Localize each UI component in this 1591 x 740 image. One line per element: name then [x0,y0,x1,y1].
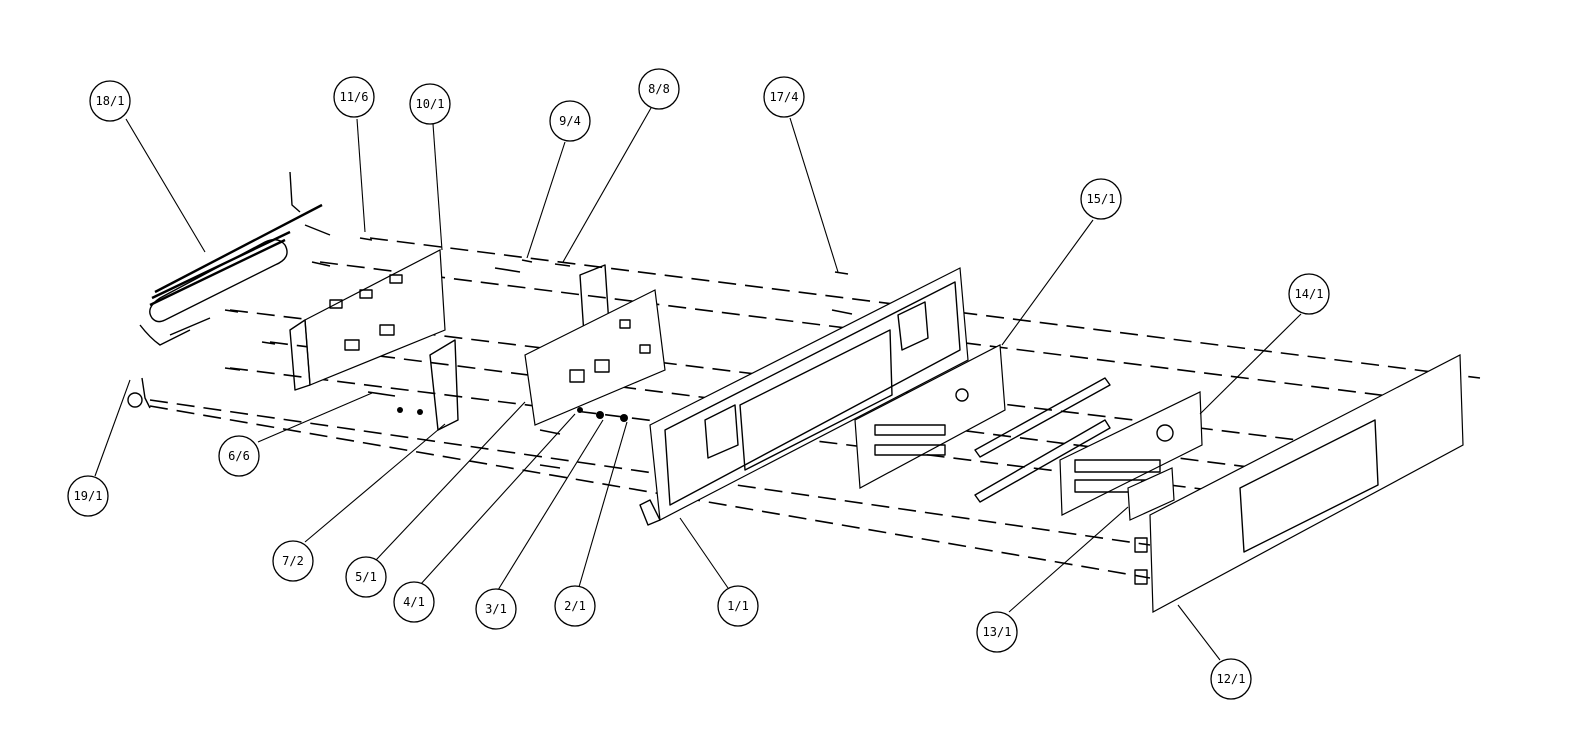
callout-label: 11/6 [340,90,369,104]
callout-14: 14/1 [1288,273,1330,315]
wiring-harness-part [139,171,331,346]
callout-label: 1/1 [727,599,749,613]
callout-label: 6/6 [228,449,250,463]
callout-label: 17/4 [770,90,799,104]
callout-13: 13/1 [976,611,1018,653]
main-frame-part [639,267,969,526]
inner-panel-part [854,344,1006,489]
callout-6: 6/6 [218,435,260,477]
callout-19: 19/1 [67,475,109,517]
callout-18: 18/1 [89,80,131,122]
trim-strips [974,377,1111,503]
display-lens-part [1127,467,1175,521]
callout-label: 18/1 [96,94,125,108]
callout-circle [89,80,131,122]
callout-label: 3/1 [485,602,507,616]
callout-label: 13/1 [983,625,1012,639]
callout-9: 9/4 [549,100,591,142]
glass-front-part [1134,354,1464,613]
callout-label: 8/8 [648,82,670,96]
clip-part [127,377,151,409]
callout-10: 10/1 [409,83,451,125]
callout-2: 2/1 [554,585,596,627]
callout-label: 2/1 [564,599,586,613]
screws [224,237,853,469]
callout-label: 9/4 [559,114,581,128]
control-board-left [289,249,446,391]
callout-label: 15/1 [1087,192,1116,206]
callout-label: 5/1 [355,570,377,584]
callout-label: 19/1 [74,489,103,503]
callout-5: 5/1 [345,556,387,598]
callout-8: 8/8 [638,68,680,110]
callout-7: 7/2 [272,540,314,582]
callout-label: 4/1 [403,595,425,609]
leader-lines [94,107,1302,661]
callout-11: 11/6 [333,76,375,118]
callout-15: 15/1 [1080,178,1122,220]
callout-1: 1/1 [717,585,759,627]
callout-12: 12/1 [1210,658,1252,700]
callout-label: 12/1 [1217,672,1246,686]
callout-label: 10/1 [416,97,445,111]
callout-4: 4/1 [393,581,435,623]
callout-3: 3/1 [475,588,517,630]
callout-17: 17/4 [763,76,805,118]
callout-label: 14/1 [1295,287,1324,301]
control-board-right [524,289,666,426]
callout-label: 7/2 [282,554,304,568]
